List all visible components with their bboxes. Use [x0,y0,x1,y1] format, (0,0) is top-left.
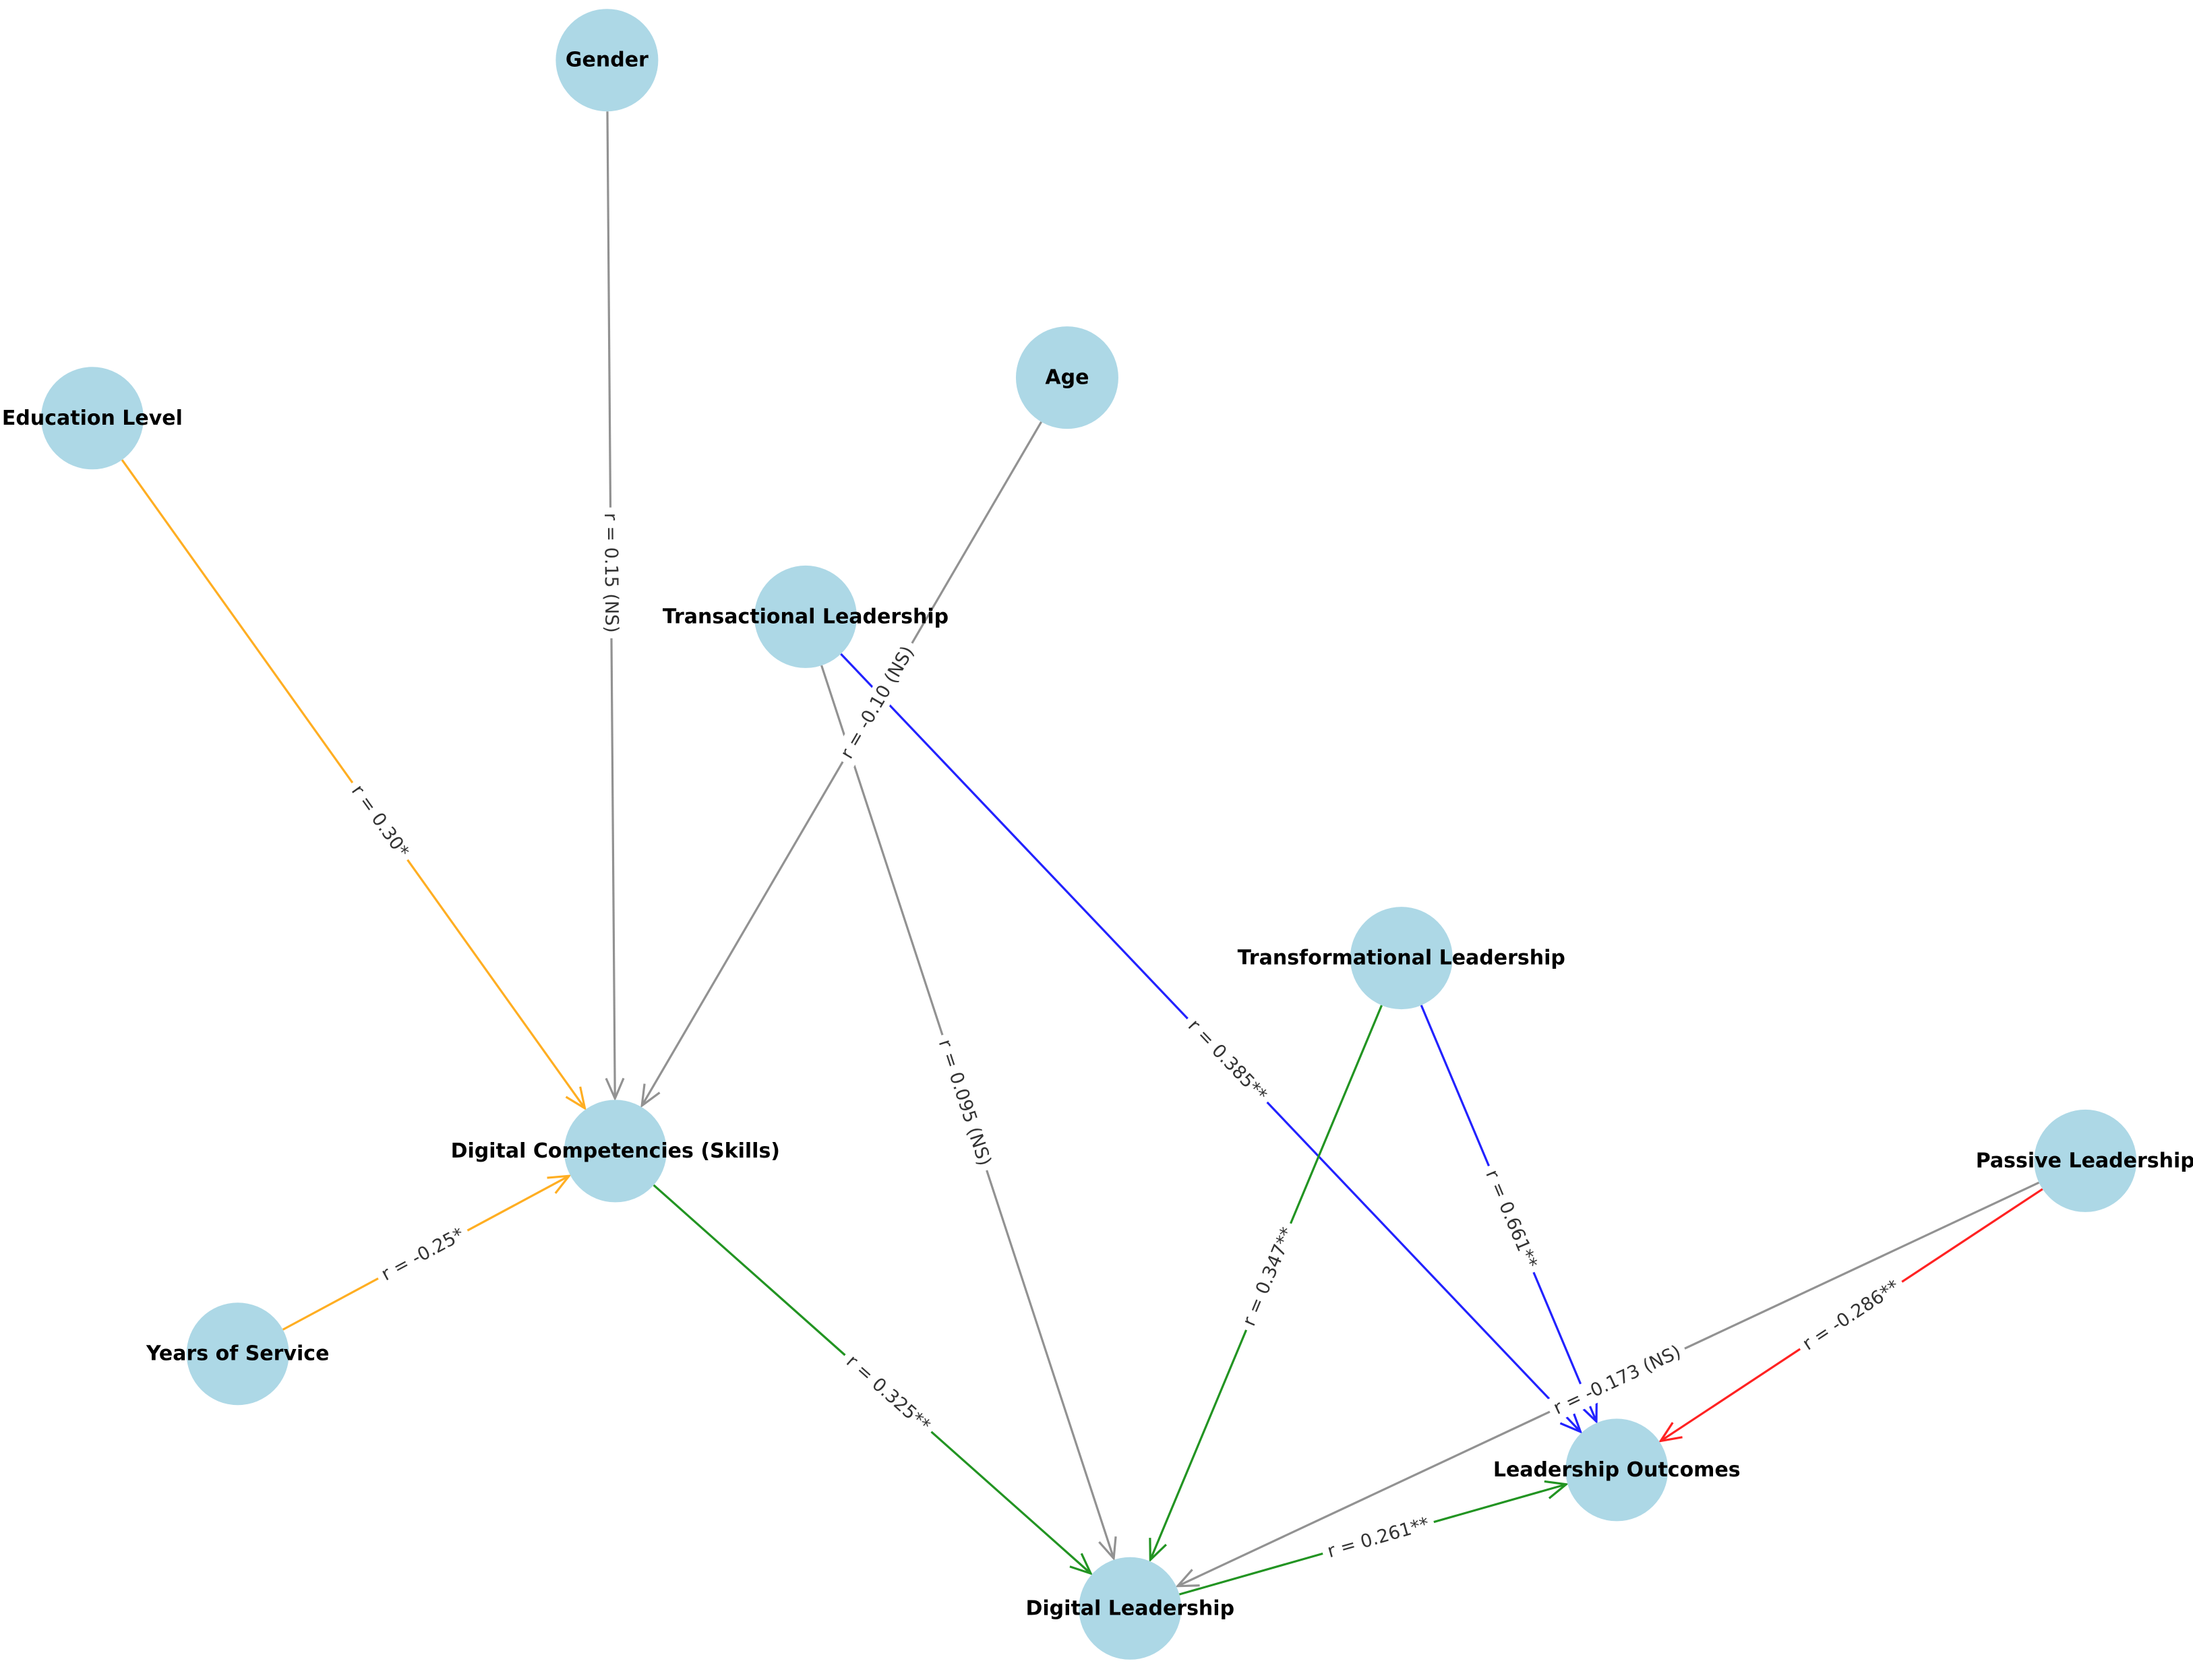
edge-label-background [598,507,624,638]
edge-label-background [837,1346,940,1441]
node-label: Digital Leadership [1026,1596,1235,1620]
arrowhead-icon [1559,1410,1583,1434]
arrowhead-icon [1069,1553,1093,1576]
edge-label-text: r = 0.661** [1481,1167,1541,1271]
node-label: Digital Competencies (Skills) [451,1139,780,1163]
edge-label: r = 0.385** [1178,1010,1276,1111]
edge-label-background [1234,1218,1302,1335]
node-circle [1350,907,1453,1010]
edge-label: r = 0.261** [1319,1510,1437,1565]
node-label: Transactional Leadership [663,605,949,628]
node-education: Education Level [2,367,183,470]
edge-label: r = 0.661** [1477,1161,1545,1278]
node-circle [2034,1109,2137,1212]
edge-label-background [930,1031,998,1174]
edge-label-text: r = 0.261** [1325,1513,1432,1562]
edge-label-background [1178,1010,1276,1111]
node-circle [754,565,857,668]
node-label: Age [1045,366,1089,390]
arrowhead-icon [1098,1536,1117,1561]
arrowhead-icon [565,1086,587,1111]
edge-label-text: r = 0.347** [1238,1224,1298,1329]
node-label: Gender [566,49,649,72]
arrowhead-icon [1580,1399,1598,1424]
edge-labels-layer: r = 0.15 (NS) r = 0.30* r = -0.10 (NS) r = … [342,507,1909,1565]
edge-age-to-digital_competencies [640,421,1042,1108]
node-digital-leadership: Digital Leadership [1026,1557,1235,1660]
arrowhead-icon [1149,1538,1167,1563]
node-gender: Gender [555,9,659,112]
node-digital-competencies: Digital Competencies (Skills) [451,1100,780,1203]
node-circle [1565,1418,1669,1522]
arrowhead-icon [605,1077,625,1102]
edge-label-text: r = 0.325** [842,1351,934,1436]
node-circle [40,367,144,470]
edge-label-background [372,1220,473,1290]
node-circle [1079,1557,1182,1660]
node-age: Age [1015,326,1118,429]
edge-label-background [1544,1338,1690,1423]
arrowhead-icon [1175,1569,1200,1588]
edge-label-text: r = 0.095 (NS) [934,1037,995,1168]
node-transformational: Transformational Leadership [1238,907,1565,1010]
node-label: Education Level [2,407,183,430]
edge-label-text: r = -0.25* [378,1224,468,1285]
edge-label-background [342,775,418,867]
edge-label-text: r = -0.10 (NS) [837,642,918,762]
edge-label-background [1793,1271,1909,1360]
node-transactional: Transactional Leadership [663,565,949,668]
arrowhead-icon [547,1174,572,1194]
arrowhead-icon [1658,1422,1683,1443]
edge-label-text: r = -0.173 (NS) [1551,1342,1685,1419]
edge-label-background [1319,1510,1437,1565]
edge-label-background [1477,1161,1545,1278]
node-circle [1015,326,1118,429]
edge-label: r = 0.15 (NS) [598,507,624,638]
node-circle [564,1100,667,1203]
edge-label: r = 0.095 (NS) [930,1031,998,1174]
node-outcomes: Leadership Outcomes [1493,1418,1741,1522]
node-passive: Passive Leadership [1976,1109,2193,1212]
edge-label: r = -0.286** [1793,1271,1909,1360]
edge-label: r = 0.325** [837,1346,940,1441]
edge-label: r = 0.30* [342,775,418,867]
node-label: Passive Leadership [1976,1149,2193,1172]
arrowhead-icon [1544,1480,1569,1499]
edge-label-text: r = 0.385** [1184,1015,1271,1106]
edge-label-text: r = 0.15 (NS) [600,513,622,633]
edge-label: r = -0.25* [372,1220,473,1290]
node-circle [555,9,659,112]
edge-line [640,421,1042,1106]
edge-label: r = -0.10 (NS) [832,636,923,769]
node-circle [186,1302,289,1406]
node-label: Leadership Outcomes [1493,1458,1741,1482]
node-label: Years of Service [146,1342,329,1366]
edge-label-background [832,636,923,769]
edge-label-text: r = 0.30* [347,781,413,862]
edge-label: r = 0.347** [1234,1218,1302,1335]
node-label: Transformational Leadership [1238,947,1565,970]
arrowhead-icon [640,1083,661,1108]
node-years: Years of Service [146,1302,329,1406]
